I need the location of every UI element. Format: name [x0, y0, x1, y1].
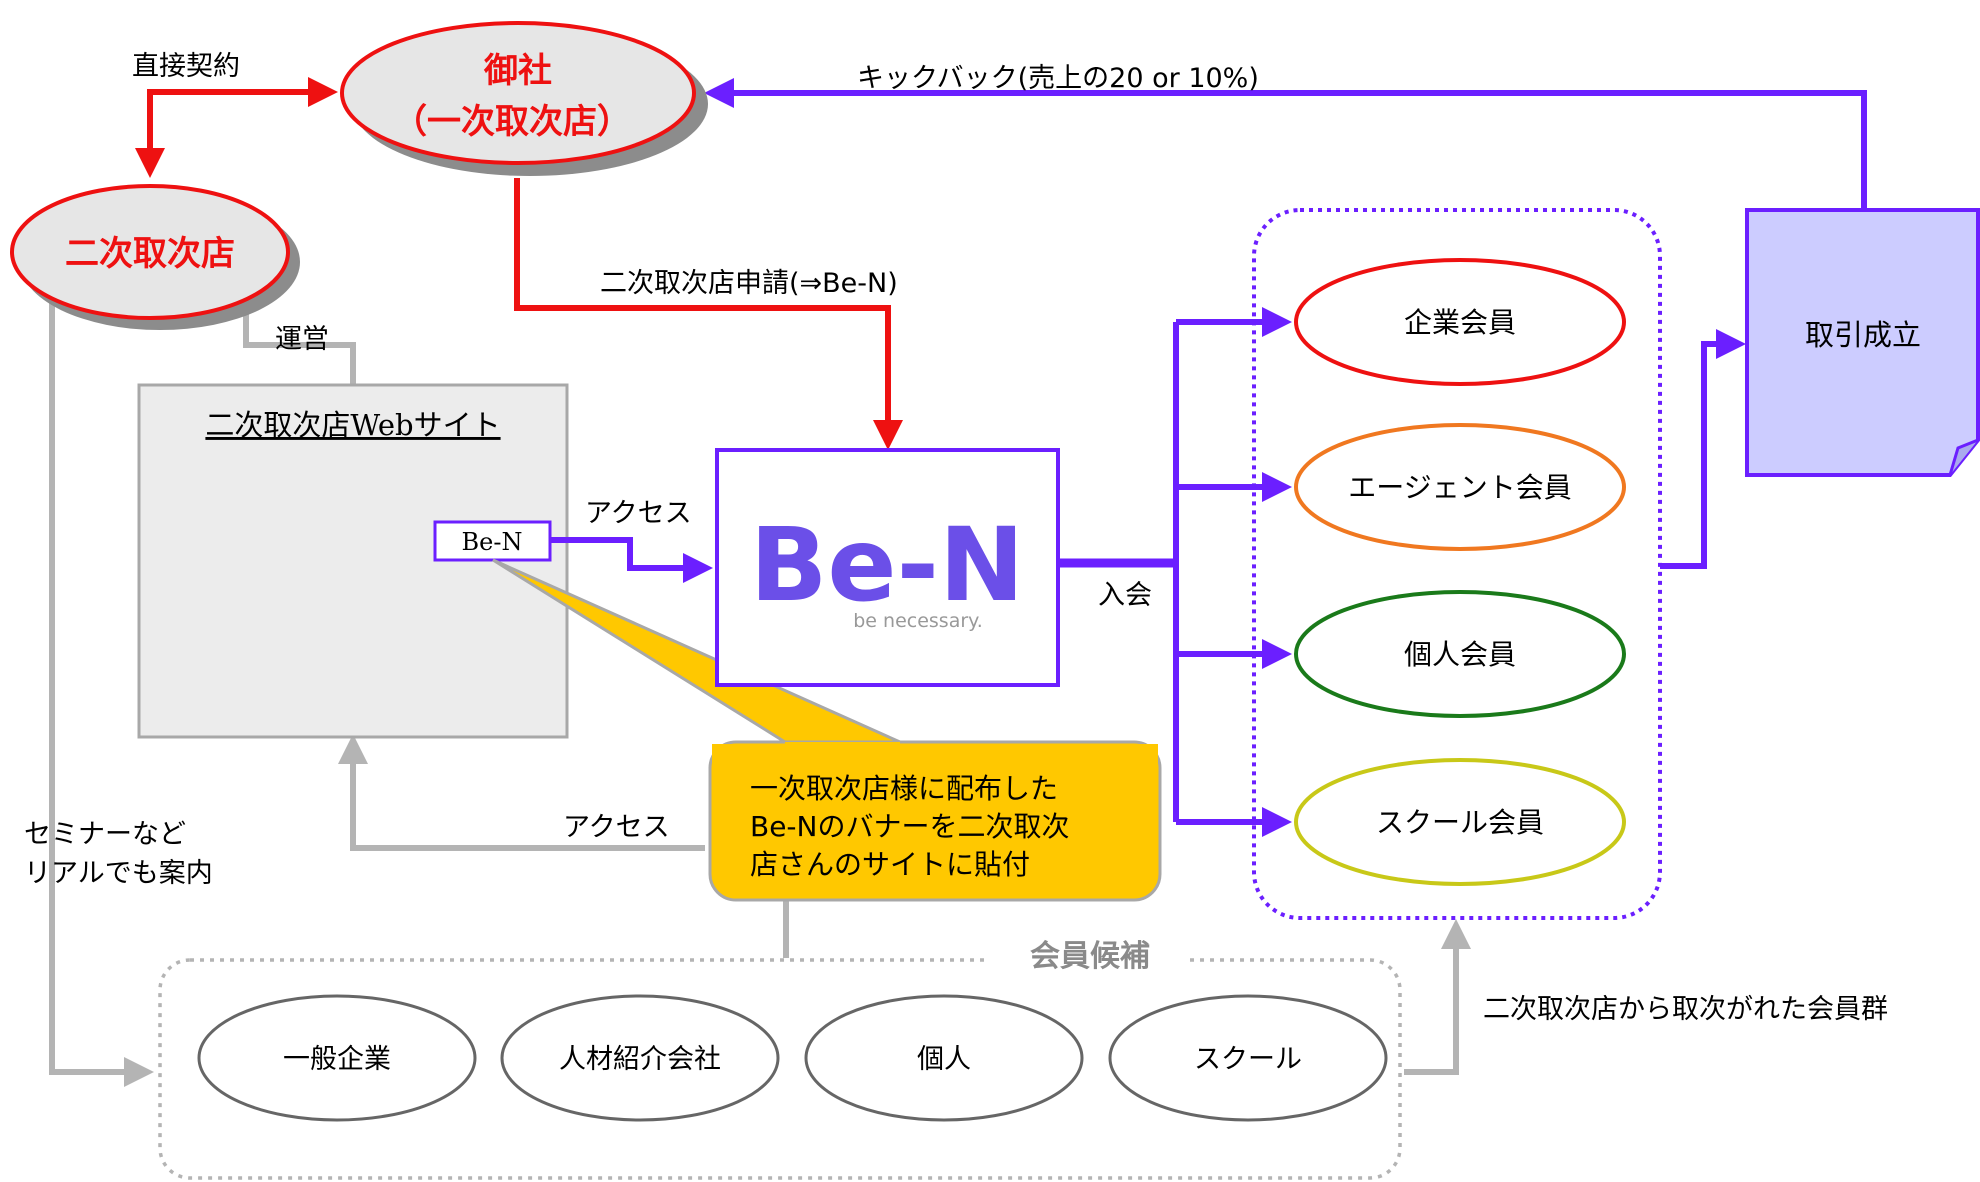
member-school [1294, 758, 1626, 886]
onsha-group: 御社 （一次取次店） [340, 21, 708, 176]
candidate-school [1108, 994, 1388, 1122]
apply-label: 二次取次店申請(⇒Be-N) [600, 268, 898, 299]
deal-label: 取引成立 [1805, 318, 1921, 352]
website-title: 二次取次店Webサイト [205, 408, 500, 442]
candidates-title: 会員候補 [1030, 939, 1150, 974]
callout-line3: 店さんのサイトに貼付 [750, 848, 1030, 881]
operate-label: 運営 [275, 324, 329, 355]
member-individual [1294, 590, 1626, 718]
purple-connectors [550, 78, 1867, 837]
members-group: 企業会員 エージェント会員 個人会員 スクール会員 [1252, 208, 1662, 920]
red-connectors [135, 77, 903, 450]
site-access-arrow [338, 734, 705, 851]
join-label: 入会 [1098, 580, 1152, 611]
candidate-individual [804, 994, 1084, 1122]
members-box [1252, 208, 1662, 920]
member-group-label: 二次取次店から取次がれた会員群 [1483, 994, 1888, 1025]
niji-label: 二次取次店 [65, 234, 235, 274]
niji-group: 二次取次店 [10, 184, 300, 330]
ben-group: Be-N be necessary. [715, 448, 1060, 687]
kickback-arrow [704, 78, 1867, 210]
direct-contract-label: 直接契約 [132, 51, 240, 82]
onsha-line1: 御社 [483, 51, 552, 91]
edge-labels: 直接契約 キックバック(売上の20 or 10%) 二次取次店申請(⇒Be-N)… [24, 51, 1888, 1025]
callout-group: 一次取次店様に配布した Be-Nのバナーを二次取次 店さんのサイトに貼付 [492, 558, 1162, 902]
direct-contract-arrow-right [147, 77, 338, 165]
seminar-label-line1: セミナーなど [24, 819, 186, 850]
candidates-group: 会員候補 一般企業 人材紹介会社 個人 スクール [158, 930, 1402, 1180]
niji-ellipse [10, 184, 290, 320]
ben-tagline: be necessary. [853, 610, 982, 632]
onsha-ellipse [340, 21, 696, 165]
member-agent [1294, 423, 1626, 551]
candidate-general-company-label: 一般企業 [283, 1044, 391, 1075]
candidate-recruitment-agency [500, 994, 780, 1122]
website-group: 二次取次店Webサイト Be-N [137, 383, 569, 739]
banner-access-label: アクセス [585, 498, 692, 529]
member-corporate [1294, 258, 1626, 386]
deal-group: 取引成立 [1745, 208, 1980, 477]
member-corporate-label: 企業会員 [1404, 306, 1516, 339]
seminar-arrow [49, 268, 154, 1087]
member-individual-label: 個人会員 [1404, 638, 1516, 671]
candidate-individual-label: 個人 [917, 1044, 971, 1075]
onsha-line2: （一次取次店） [393, 102, 631, 142]
candidate-recruitment-agency-label: 人材紹介会社 [559, 1044, 721, 1075]
banner-access-arrow [550, 537, 713, 583]
member-school-label: スクール会員 [1376, 806, 1544, 839]
callout-box [708, 740, 1162, 902]
callout-line1: 一次取次店様に配布した [750, 772, 1058, 805]
candidates-to-members-arrow [1404, 919, 1471, 1075]
candidate-school-label: スクール [1194, 1044, 1302, 1075]
member-agent-label: エージェント会員 [1348, 471, 1571, 504]
site-access-label: アクセス [563, 812, 670, 843]
banner-label: Be-N [462, 528, 523, 556]
kickback-label: キックバック(売上の20 or 10%) [857, 63, 1259, 94]
candidates-box [158, 958, 1402, 1180]
callout-line2: Be-Nのバナーを二次取次 [750, 810, 1070, 843]
deal-arrow [1660, 329, 1746, 569]
ben-logo: Be-N [750, 506, 1025, 625]
banner-box[interactable] [433, 520, 552, 562]
seminar-label-line2: リアルでも案内 [24, 858, 213, 889]
candidate-general-company [197, 994, 477, 1122]
apply-arrow [514, 178, 903, 450]
ben-box [715, 448, 1060, 687]
